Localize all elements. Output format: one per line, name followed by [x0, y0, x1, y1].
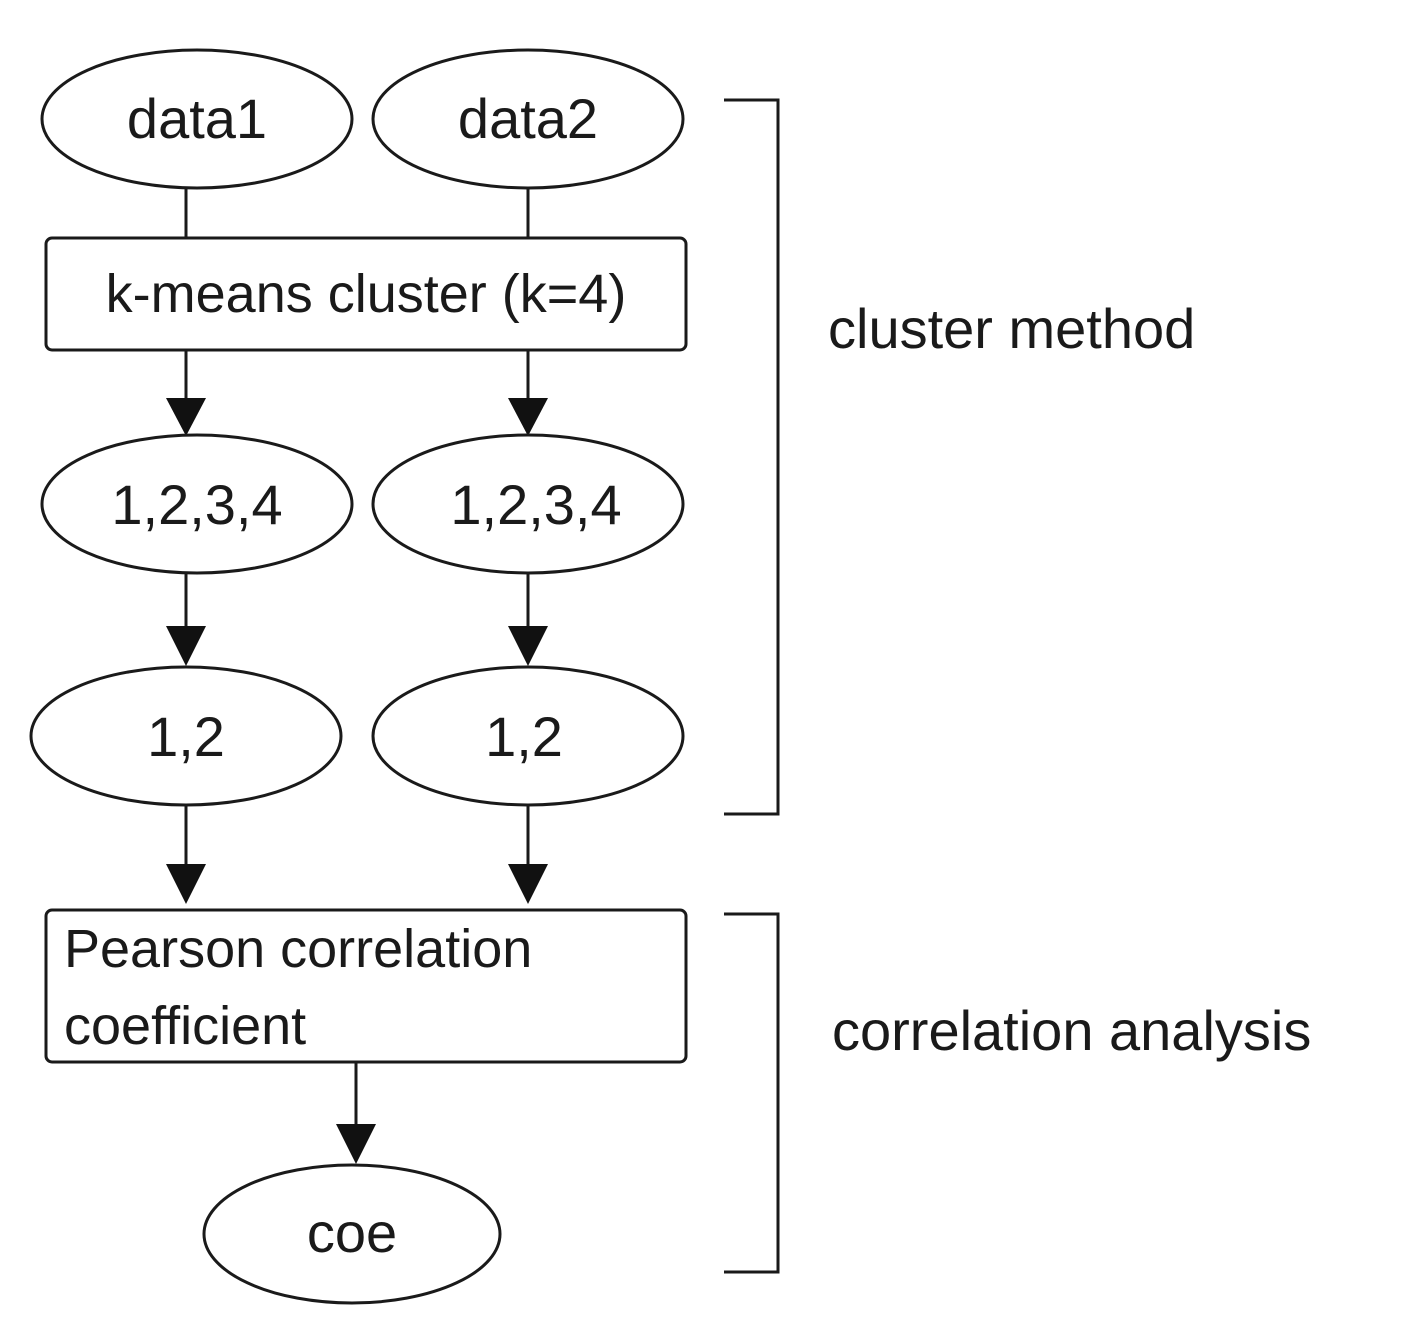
- node-kmeans-cluster-label: k-means cluster (k=4): [106, 264, 627, 324]
- node-clusters-right-label: 1,2,3,4: [450, 473, 621, 536]
- node-coe: coe: [202, 1163, 502, 1305]
- node-selected-right: 1,2: [371, 665, 685, 807]
- arrowhead-clusters-selected-left: [166, 626, 206, 666]
- node-pearson-line1: Pearson correlation: [64, 919, 532, 979]
- bracket-correlation-analysis: [724, 912, 780, 1274]
- bracket-cluster-method: [724, 98, 780, 816]
- node-kmeans-cluster: k-means cluster (k=4): [44, 236, 688, 352]
- node-data1: data1: [40, 48, 354, 190]
- section-label-correlation-analysis: correlation analysis: [832, 999, 1311, 1062]
- node-selected-right-label: 1,2: [485, 705, 563, 768]
- arrowhead-selected-pearson-left: [166, 864, 206, 904]
- node-data1-label: data1: [127, 87, 267, 150]
- node-data2-label: data2: [458, 87, 598, 150]
- node-selected-left-label: 1,2: [147, 705, 225, 768]
- node-coe-label: coe: [307, 1201, 397, 1264]
- node-clusters-left: 1,2,3,4: [40, 433, 354, 575]
- node-data2: data2: [371, 48, 685, 190]
- section-label-cluster-method: cluster method: [828, 297, 1195, 360]
- node-clusters-right: 1,2,3,4: [371, 433, 685, 575]
- arrowhead-pearson-coe: [336, 1124, 376, 1164]
- node-pearson-line2: coefficient: [64, 996, 306, 1056]
- arrowhead-selected-pearson-right: [508, 864, 548, 904]
- node-selected-left: 1,2: [29, 665, 343, 807]
- arrowhead-clusters-selected-right: [508, 626, 548, 666]
- node-clusters-left-label: 1,2,3,4: [111, 473, 282, 536]
- arrowhead-kmeans-clusters-left: [166, 398, 206, 436]
- arrowhead-kmeans-clusters-right: [508, 398, 548, 436]
- node-pearson-correlation: Pearson correlation coefficient: [44, 908, 688, 1064]
